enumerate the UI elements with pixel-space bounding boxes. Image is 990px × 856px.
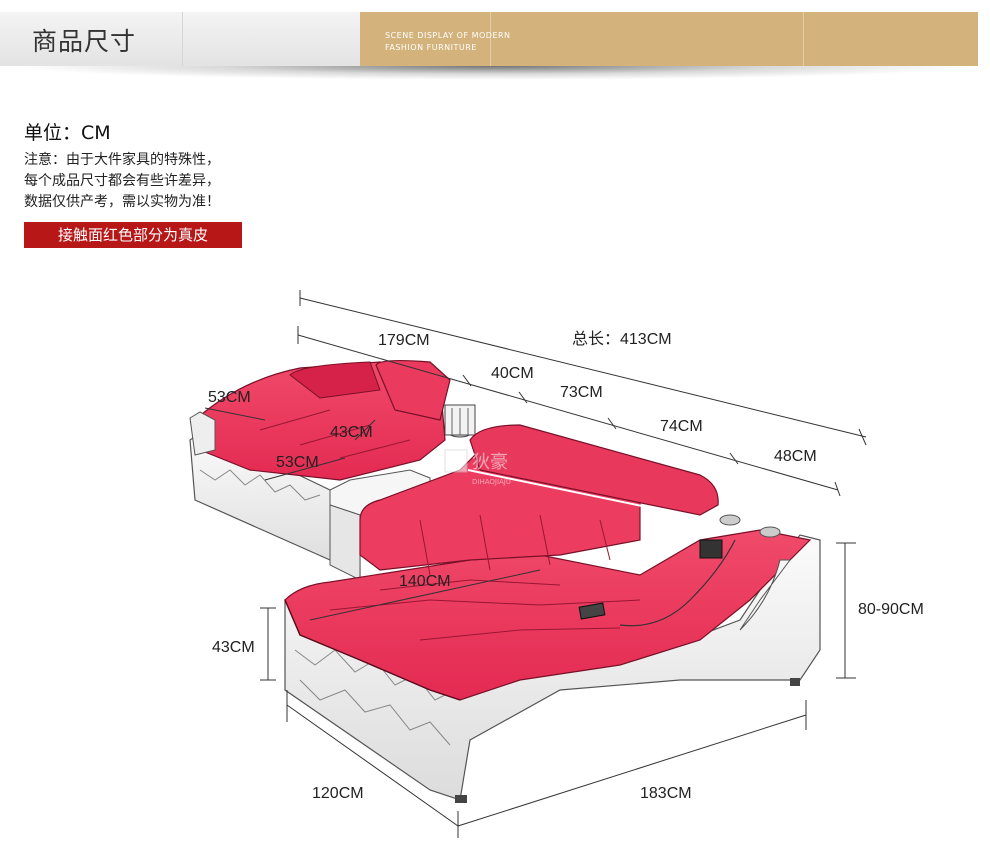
- page-title: 商品尺寸: [32, 27, 137, 56]
- header-banner: 商品尺寸 SCENE DISPLAY OF MODERN FASHION FUR…: [0, 12, 990, 66]
- unit-label: 单位：CM: [24, 122, 111, 144]
- watermark: 狄豪 DIHAOJIAJU: [444, 449, 511, 486]
- dim-48-label: 48CM: [774, 448, 817, 465]
- size-note: 注意：由于大件家具的特殊性， 每个成品尺寸都会有些许差异， 数据仅供产考，需以实…: [24, 150, 284, 213]
- note-line: 注意：由于大件家具的特殊性，: [24, 152, 220, 168]
- dim-seat-53-label: 53CM: [276, 454, 319, 471]
- banner-shadow: [10, 66, 978, 80]
- dim-120-label: 120CM: [312, 785, 364, 802]
- banner-subtitle: SCENE DISPLAY OF MODERN FASHION FURNITUR…: [385, 30, 585, 54]
- banner-left-panel: [0, 12, 360, 66]
- watermark-brand: 狄豪: [472, 452, 508, 473]
- leather-label: 接触面红色部分为真皮: [24, 222, 242, 248]
- dim-140-label: 140CM: [399, 573, 451, 590]
- banner-divider: [182, 12, 183, 66]
- chaise-section: [284, 424, 821, 803]
- banner-right-panel: [360, 12, 978, 66]
- watermark-pinyin: DIHAOJIAJU: [472, 478, 511, 486]
- dim-40-label: 40CM: [491, 365, 534, 382]
- dim-43-label: 43CM: [212, 639, 255, 656]
- dim-73-label: 73CM: [560, 384, 603, 401]
- note-line: 数据仅供产考，需以实物为准！: [24, 194, 220, 210]
- banner-divider: [803, 12, 804, 66]
- console-table: [329, 404, 476, 581]
- banner-subtitle-line1: SCENE DISPLAY OF MODERN: [385, 31, 511, 40]
- dim-80-90-label: 80-90CM: [858, 601, 924, 618]
- dim-183-label: 183CM: [640, 785, 692, 802]
- banner-divider: [490, 12, 491, 66]
- dim-179-label: 179CM: [378, 332, 430, 349]
- total-length-label: 总长：413CM: [572, 330, 672, 348]
- note-line: 每个成品尺寸都会有些许差异，: [24, 173, 220, 189]
- dim-upper-43-label: 43CM: [330, 424, 373, 441]
- dim-arm-53-label: 53CM: [208, 389, 251, 406]
- left-sofa-section: [189, 359, 451, 576]
- banner-subtitle-line2: FASHION FURNITURE: [385, 43, 477, 52]
- dim-74-label: 74CM: [660, 418, 703, 435]
- dimension-annotations: 总长：413CM 179CM 40CM 73CM 74CM 48CM 53CM …: [204, 290, 924, 838]
